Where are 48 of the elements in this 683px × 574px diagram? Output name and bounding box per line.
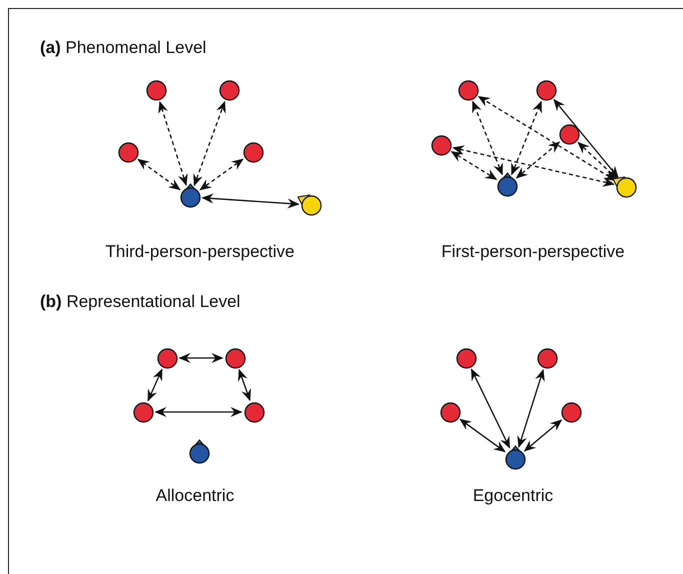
circle-node bbox=[156, 348, 178, 368]
arrow bbox=[450, 151, 498, 180]
caption-text: Allocentric bbox=[156, 486, 234, 506]
circle-node bbox=[132, 402, 154, 422]
arrow bbox=[553, 98, 619, 178]
circle-node bbox=[612, 176, 636, 198]
circle-node bbox=[242, 142, 264, 162]
circle-node bbox=[118, 142, 138, 162]
circle-node bbox=[296, 194, 322, 216]
arrow bbox=[137, 158, 181, 190]
arrow bbox=[517, 368, 545, 448]
caption-text: Egocentric bbox=[472, 486, 554, 506]
caption-text: First-person-perspective bbox=[441, 242, 625, 262]
circle-node bbox=[560, 402, 582, 422]
circle-node bbox=[244, 402, 264, 422]
circle-node bbox=[218, 80, 240, 100]
caption-text: Third-person-perspective bbox=[106, 242, 294, 262]
arrow bbox=[154, 407, 242, 417]
circle-node bbox=[456, 348, 476, 368]
section-heading: (a) Phenomenal Level bbox=[40, 38, 206, 58]
arrow bbox=[178, 353, 224, 363]
arrow bbox=[577, 142, 618, 180]
arrow bbox=[511, 100, 542, 176]
arrow bbox=[199, 158, 244, 190]
section-heading: (b) Representational Level bbox=[40, 292, 240, 312]
circle-node bbox=[224, 348, 246, 368]
circle-node bbox=[536, 348, 558, 368]
drop-marker bbox=[188, 438, 210, 464]
circle-node bbox=[458, 80, 478, 100]
circle-node bbox=[536, 80, 556, 100]
drop-marker bbox=[496, 172, 518, 196]
arrow bbox=[516, 141, 560, 179]
arrow bbox=[147, 368, 163, 402]
circle-node bbox=[430, 134, 452, 156]
drop-marker bbox=[180, 182, 200, 208]
arrow bbox=[452, 145, 615, 187]
arrow bbox=[193, 100, 226, 186]
drop-marker bbox=[504, 444, 526, 470]
arrow bbox=[158, 100, 188, 186]
circle-node bbox=[440, 402, 460, 422]
arrow bbox=[201, 194, 300, 208]
circle-node bbox=[146, 80, 166, 100]
arrow bbox=[459, 418, 506, 452]
arrow bbox=[472, 100, 503, 176]
arrow bbox=[238, 368, 251, 402]
circle-node bbox=[558, 124, 580, 144]
arrow bbox=[470, 368, 510, 449]
arrow bbox=[524, 419, 562, 452]
